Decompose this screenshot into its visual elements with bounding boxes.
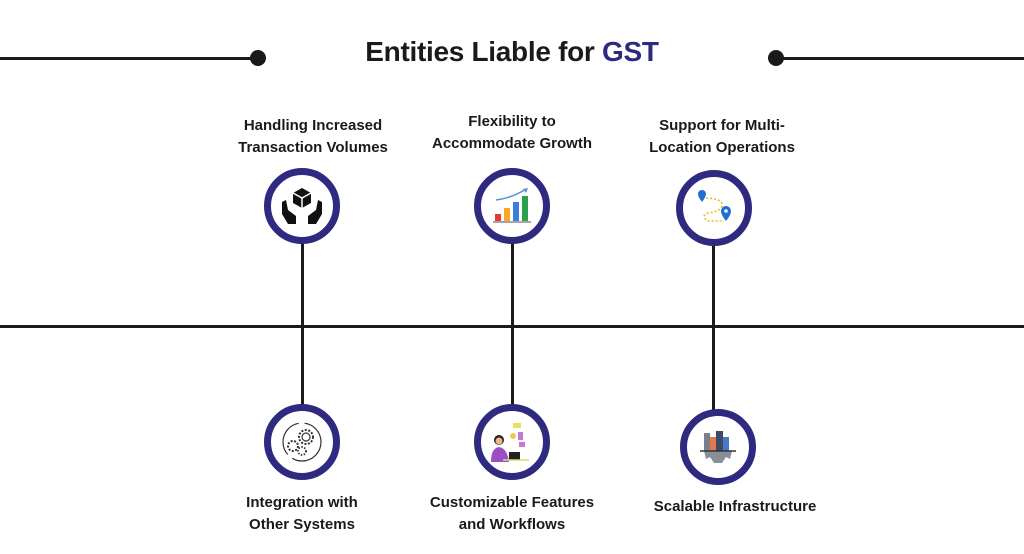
title-prefix: Entities Liable for bbox=[365, 36, 595, 67]
label-line: Location Operations bbox=[649, 139, 795, 156]
city-gear-icon bbox=[680, 409, 756, 485]
label-line: Scalable Infrastructure bbox=[653, 498, 817, 515]
label-handling-increased-volumes: Handling Increased Transaction Volumes bbox=[203, 115, 423, 159]
stem-2 bbox=[511, 240, 514, 410]
label-line: Other Systems bbox=[249, 516, 355, 533]
hands-box-icon bbox=[264, 168, 340, 244]
title-accent: GST bbox=[602, 36, 659, 67]
header-dot-right bbox=[768, 50, 784, 66]
header-line-right bbox=[776, 57, 1024, 60]
person-laptop-icon bbox=[474, 404, 550, 480]
label-line: Flexibility to bbox=[468, 113, 556, 130]
label-integration: Integration with Other Systems bbox=[192, 492, 412, 536]
stem-3 bbox=[712, 242, 715, 414]
label-flexibility-growth: Flexibility to Accommodate Growth bbox=[402, 111, 622, 155]
header-line-left bbox=[0, 57, 258, 60]
page-title: Entities Liable for GST bbox=[0, 36, 1024, 68]
label-line: Support for Multi- bbox=[659, 117, 785, 134]
gears-icon bbox=[264, 404, 340, 480]
label-scalable-infrastructure: Scalable Infrastructure bbox=[625, 496, 845, 518]
label-line: and Workflows bbox=[458, 516, 566, 533]
label-line: Accommodate Growth bbox=[431, 135, 593, 152]
label-line: Handling Increased bbox=[243, 117, 383, 134]
growth-chart-icon bbox=[474, 168, 550, 244]
label-customizable-features: Customizable Features and Workflows bbox=[402, 492, 622, 536]
label-multi-location: Support for Multi- Location Operations bbox=[612, 115, 832, 159]
stem-1 bbox=[301, 240, 304, 410]
label-line: Transaction Volumes bbox=[238, 139, 388, 156]
label-line: Customizable Features bbox=[429, 494, 595, 511]
label-line: Integration with bbox=[246, 494, 358, 511]
header-dot-left bbox=[250, 50, 266, 66]
route-map-icon bbox=[676, 170, 752, 246]
